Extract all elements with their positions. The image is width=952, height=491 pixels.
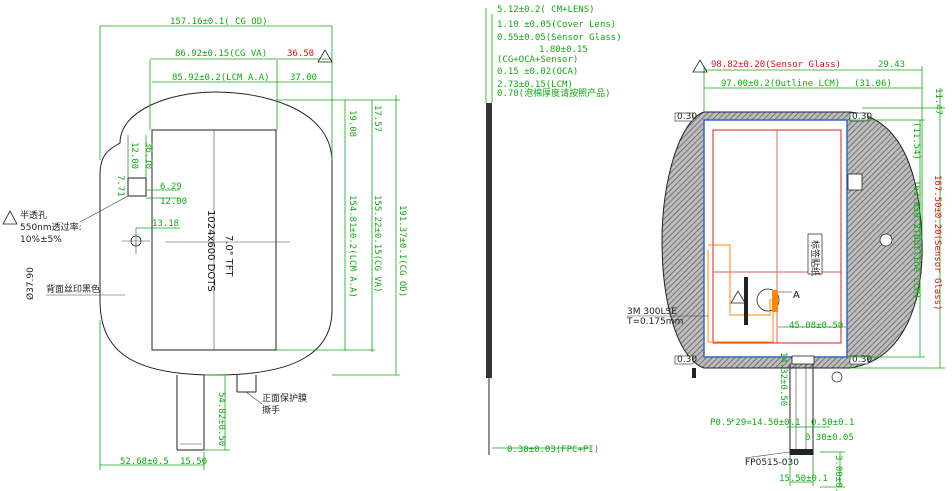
tail-len: 3.00±0.2 — [833, 455, 843, 491]
detail-a-circle — [756, 288, 780, 312]
outline-height: 163.8±0.2(Outline LCM) — [911, 180, 921, 299]
side-cover: 1.10 ±0.05(Cover Lens) — [497, 20, 616, 30]
top-right: 11.47 — [933, 88, 943, 115]
side-oca: 0.15 ±0.02(OCA) — [497, 67, 578, 77]
fpc-trace — [708, 244, 774, 343]
lcm-outline — [703, 119, 848, 358]
side-foam: 0.70(泡棉厚度请按照产品) — [497, 87, 611, 99]
cover-glass-outline — [99, 91, 333, 376]
side-total: 1.80±0.15 — [539, 45, 588, 55]
side-stack — [486, 103, 492, 378]
connector-stiffener — [790, 449, 813, 455]
cg-va-offset: 36.50 — [287, 49, 314, 59]
tape-label: 3M 300LSE — [627, 307, 677, 317]
pin-count: *29=14.50±0.1 — [730, 418, 800, 428]
outline-width: 97.00±0.2(Outline LCM) — [721, 79, 840, 89]
right-offset: 29.43 — [878, 60, 905, 70]
ring-dim: Ø37.90 — [25, 267, 36, 300]
conn-part: FP0515-030 — [745, 458, 799, 468]
hole-note-rate: 10%±5% — [20, 235, 62, 245]
dim-12-00-v: 12.00 — [129, 142, 139, 169]
top-offset-1: 19.08 — [347, 110, 357, 137]
lcm-aa-offset: 37.00 — [290, 73, 317, 83]
side-lcm: 2.73±0.15(LCM) — [497, 80, 573, 90]
cg-va-width: 86.92±0.15(CG VA) — [175, 49, 267, 59]
front-view: 7.0" TFT 1024x600 DOTS 157.16±0.1( CG OD… — [2, 17, 407, 470]
lcm-aa-width: 85.92±0.2(LCM A.A) — [172, 73, 270, 83]
fpc-width: 15.50 — [180, 457, 207, 467]
pin-thick: 0.30±0.05 — [805, 433, 854, 443]
cg-va-height: 155.22±0.15(CG VA) — [372, 195, 382, 293]
note-triangle-icon — [317, 49, 333, 63]
sensor-width: 98.82±0.20(Sensor Glass) — [711, 60, 841, 70]
side-view: 5.12±0.2( CM+LENS) 1.10 ±0.05(Cover Lens… — [485, 5, 622, 455]
fpc-length: 54.82±0.50 — [216, 392, 226, 446]
connector-strip — [772, 290, 778, 312]
note-triangle-icon — [2, 210, 18, 225]
dim-13-18: 13.18 — [152, 219, 179, 229]
hole-note-title: 半透孔 — [20, 209, 47, 221]
cg-od-height: 191.37±0.1(CG OD) — [397, 205, 407, 297]
dim-7-71: 7.71 — [115, 175, 125, 197]
sensor-height: 167.50±0.20(Sensor Glass) — [932, 175, 942, 310]
fpc-tail: 15.50±0.1 — [779, 474, 828, 484]
panel-name: 7.0" TFT — [223, 235, 234, 277]
cg-od-width: 157.16±0.1( CG OD) — [170, 17, 268, 27]
chip-label — [807, 233, 823, 275]
hole-square — [127, 177, 147, 197]
side-lens: 5.12±0.2( CM+LENS) — [497, 5, 595, 15]
chip-label-text: 标签贴纸 — [809, 240, 821, 276]
top-offset-2: 17.57 — [372, 105, 382, 132]
outline-right: (31.06) — [854, 79, 892, 89]
film-label-2: 撕手 — [262, 404, 280, 416]
back-view: 标签贴纸 A 0.30 0.30 0.30 0.30 98.82±0.20(Se… — [626, 59, 945, 491]
small-tag-2: 0.30 — [852, 112, 872, 122]
fpc-drop: 14.32±0.50 — [778, 352, 788, 406]
lcm-aa-height: 154.81±0.2(LCM A.A) — [347, 195, 357, 298]
fpc-offset: 52.68±0.5 — [120, 457, 169, 467]
small-tag-4: 0.30 — [852, 355, 872, 365]
side-fpc: 0.30±0.03(FPC+PI) — [507, 445, 599, 455]
dim-6-29: 6.29 — [160, 182, 182, 192]
pitch: P0.5 — [710, 418, 732, 428]
back-print-label: 背面丝印黑色 — [46, 283, 100, 295]
top-mid: (11.54) — [911, 122, 921, 160]
dim-36-10: 36.10 — [143, 142, 153, 169]
detail-a: A — [793, 290, 800, 301]
dim-12-00-h: 12.00 — [160, 197, 187, 207]
small-tag-1: 0.30 — [677, 112, 697, 122]
conn-offset: 45.08±0.50 — [789, 321, 843, 331]
side-square — [847, 173, 863, 191]
note-triangle-icon — [730, 290, 746, 304]
panel-resolution: 1024x600 DOTS — [205, 210, 216, 292]
film-label-1: 正面保护膜 — [262, 392, 307, 404]
pin-width: 0.50±0.1 — [811, 418, 854, 428]
side-sensor: 0.55±0.05(Sensor Glass) — [497, 33, 622, 43]
small-tag-3: 0.30 — [677, 355, 697, 365]
note-triangle-icon — [692, 59, 708, 73]
hole-note-wave: 550nm透过率: — [20, 221, 82, 233]
tape-thickness: T=0.175mm — [626, 317, 683, 327]
camera-hole — [879, 233, 893, 247]
side-total-note: (CG+OCA+Sensor) — [497, 55, 578, 65]
